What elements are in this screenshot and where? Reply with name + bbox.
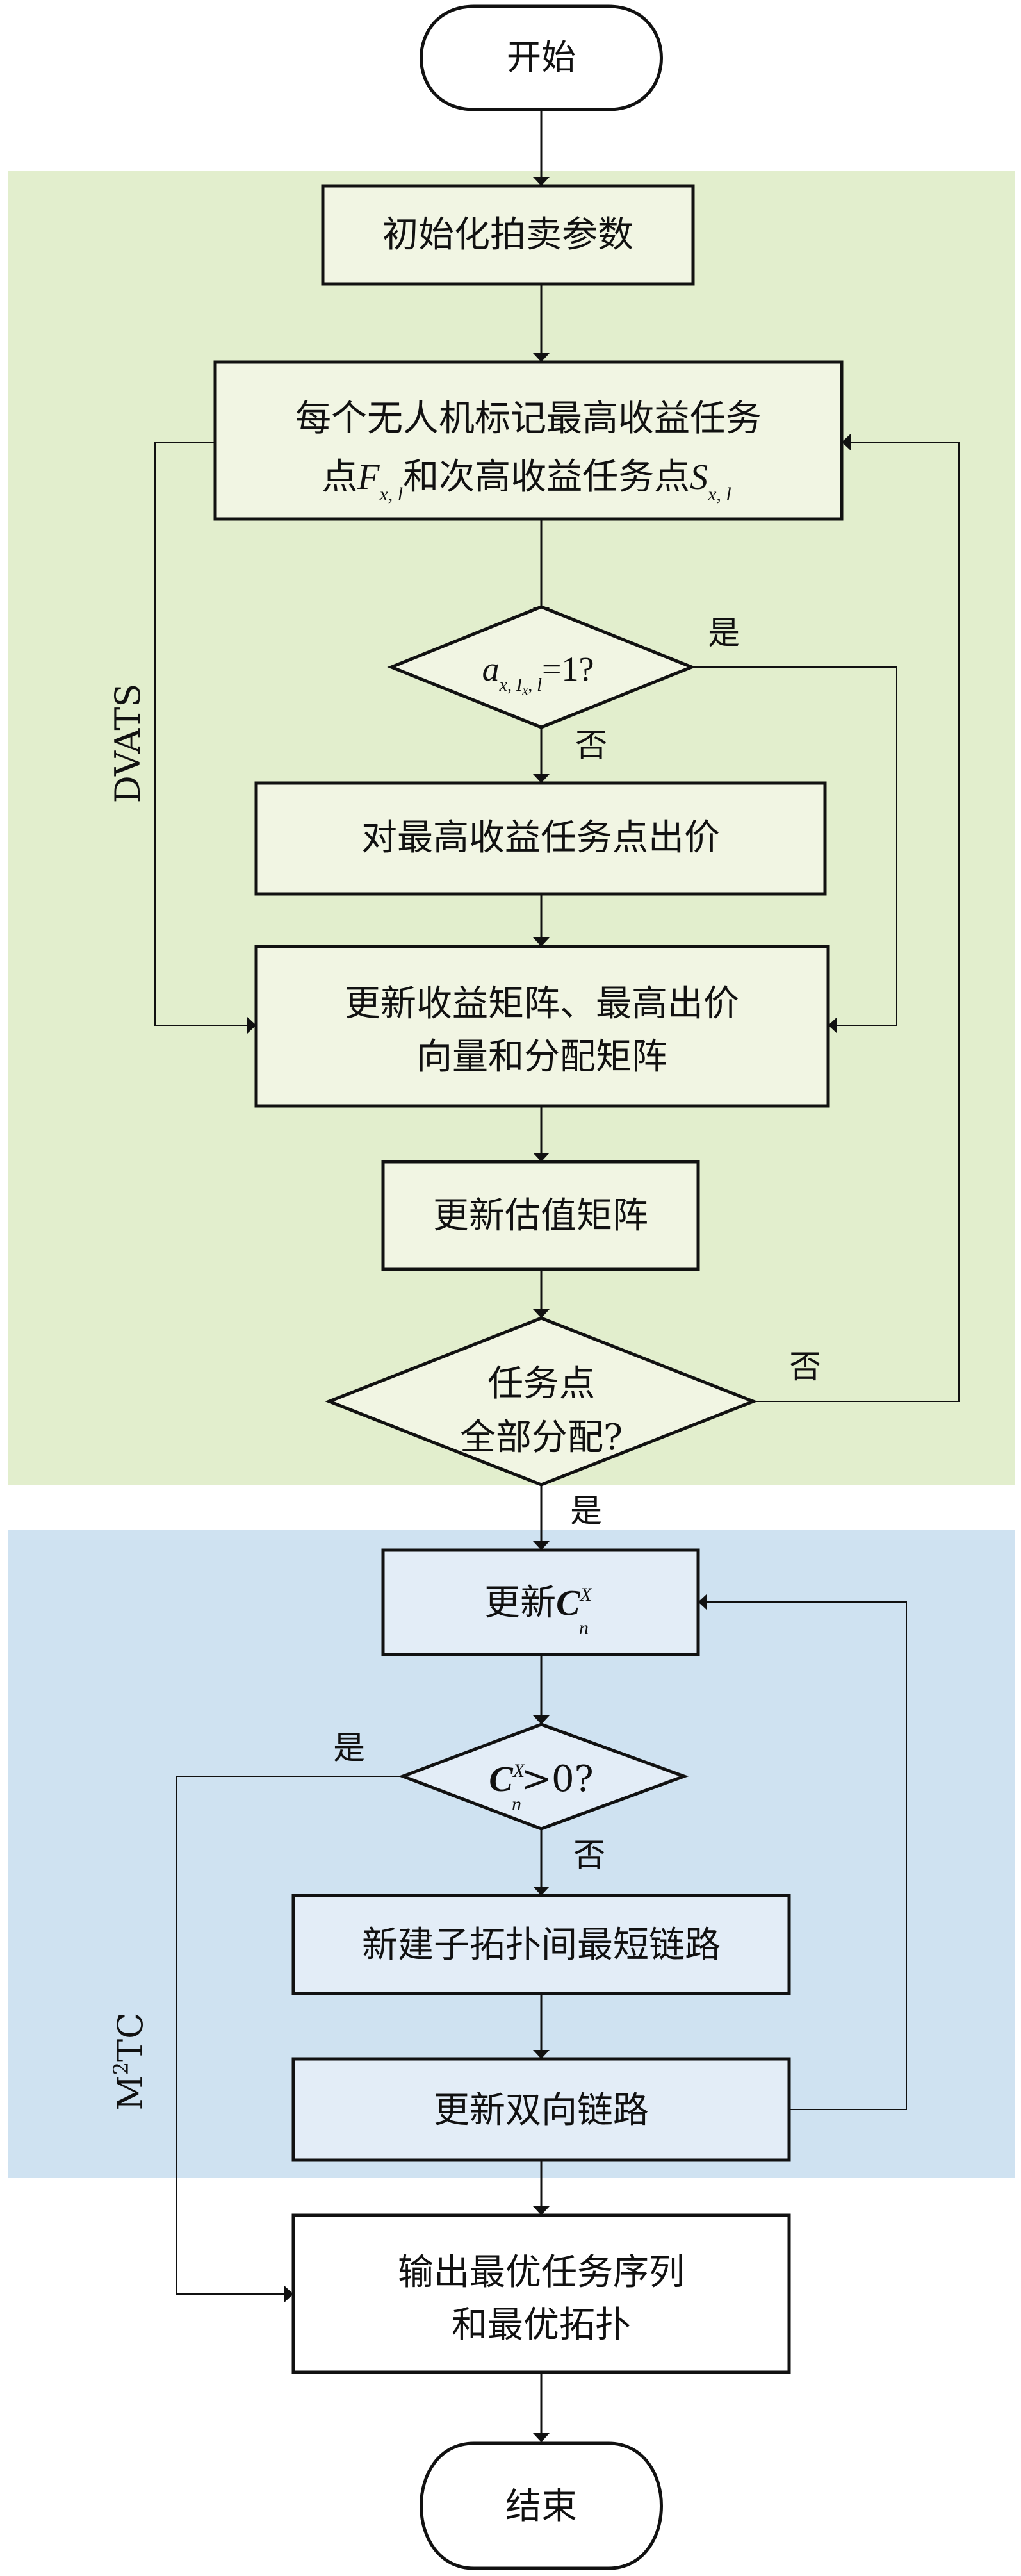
cond3-yes-label: 是 — [333, 1730, 365, 1767]
edge-mark-to-update-left — [154, 442, 256, 1034]
update-value-box: 更新估值矩阵 — [381, 1160, 700, 1271]
output-box: 输出最优任务序列 和最优拓扑 — [291, 2213, 791, 2374]
bid-box: 对最高收益任务点出价 — [254, 781, 827, 896]
end-label: 结束 — [505, 2486, 577, 2527]
cond3-no-label: 否 — [573, 1837, 605, 1874]
update-bidir-label: 更新双向链路 — [434, 2090, 649, 2131]
output-label-line2: 和最优拓扑 — [452, 2304, 631, 2346]
update-matrix-box: 更新收益矩阵、最高出价 向量和分配矩阵 — [254, 945, 830, 1108]
cond2-label-line2: 全部分配? — [460, 1417, 623, 1458]
init-label: 初始化拍卖参数 — [382, 214, 633, 256]
mark-label-line1: 每个无人机标记最高收益任务 — [295, 398, 762, 440]
dvats-label: DVATS — [108, 684, 148, 804]
mark-box: 每个无人机标记最高收益任务 点Fx, l和次高收益任务点Sx, l — [213, 360, 844, 521]
mark-label-line2: 点Fx, l和次高收益任务点Sx, l — [322, 456, 731, 505]
new-link-box: 新建子拓扑间最短链路 — [291, 1894, 791, 1995]
cond1-label: ax, Ix, l=1? — [482, 650, 594, 698]
cond1-diamond: ax, Ix, l=1? — [387, 605, 696, 729]
init-box: 初始化拍卖参数 — [321, 184, 695, 286]
connectors — [154, 111, 960, 2442]
m2tc-label: M2TC — [109, 2013, 151, 2111]
bid-label: 对最高收益任务点出价 — [361, 817, 720, 859]
start-label: 开始 — [507, 37, 576, 78]
edge-cond2-no — [753, 434, 960, 1402]
update-bidir-box: 更新双向链路 — [291, 2057, 791, 2162]
cond2-diamond: 任务点 全部分配? — [325, 1316, 758, 1487]
update-value-label: 更新估值矩阵 — [433, 1195, 648, 1237]
start-terminator: 开始 — [420, 4, 663, 111]
cond1-yes-label: 是 — [708, 615, 740, 652]
cond2-label-line1: 任务点 — [487, 1363, 595, 1405]
update-label-line1: 更新收益矩阵、最高出价 — [345, 983, 739, 1025]
edge-cond1-yes — [690, 666, 897, 1034]
output-label-line1: 输出最优任务序列 — [398, 2252, 685, 2293]
edge-bidir-loop — [698, 1594, 907, 2110]
cond1-no-label: 否 — [575, 727, 607, 764]
edge-cond3-yes — [176, 1776, 403, 2302]
update-label-line2: 向量和分配矩阵 — [416, 1036, 667, 1078]
cond2-no-label: 否 — [789, 1348, 821, 1385]
new-link-label: 新建子拓扑间最短链路 — [362, 1924, 721, 1966]
end-terminator: 结束 — [420, 2441, 663, 2570]
cond2-yes-label: 是 — [570, 1492, 602, 1530]
